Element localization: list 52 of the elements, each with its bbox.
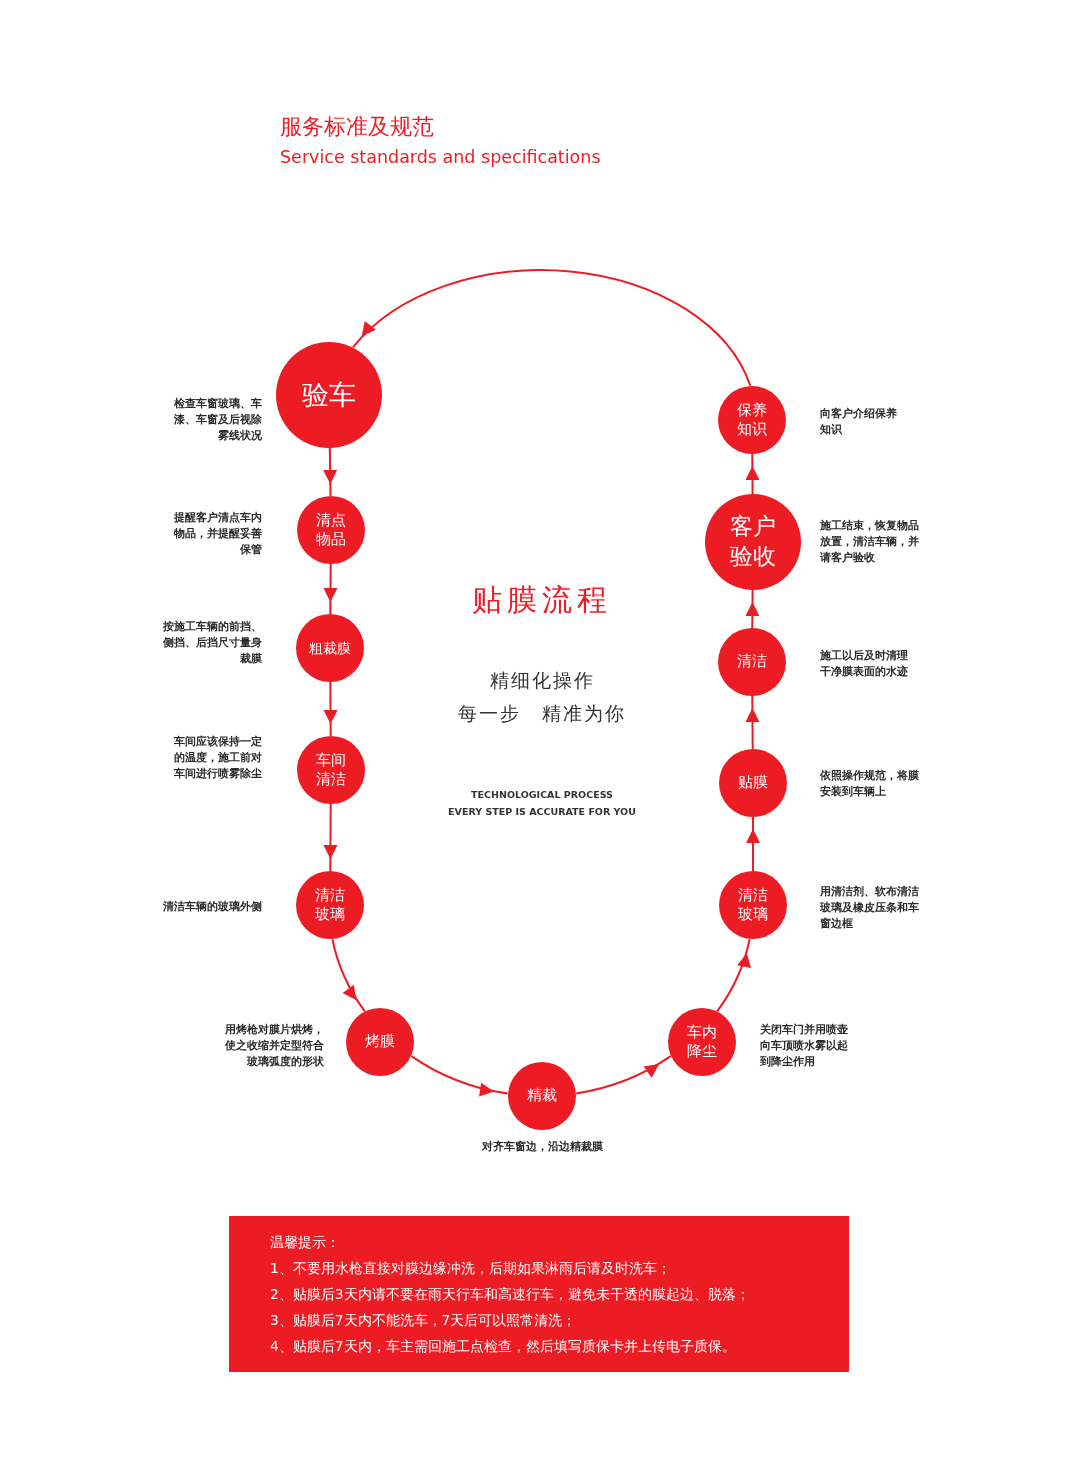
slogan-text: 精细化操作 xyxy=(489,668,595,693)
step-circle: 客户验收 xyxy=(705,494,801,590)
step-circle: 烤膜 xyxy=(346,1008,414,1076)
step-circle: 清洁 xyxy=(718,628,786,696)
flow-arrow xyxy=(323,681,338,737)
step-circle: 车内降尘 xyxy=(668,1008,736,1076)
flow-arrow xyxy=(410,1055,509,1095)
flow-arrow xyxy=(351,269,752,387)
flow-arrow xyxy=(323,803,338,872)
flow-arrow xyxy=(331,938,366,1013)
english-caption: TECHNOLOGICAL PROCESS xyxy=(471,789,613,801)
flow-arrow xyxy=(323,563,338,615)
step-circle: 验车 xyxy=(276,342,382,448)
step-description: 按施工车辆的前挡、侧挡、后挡尺寸量身裁膜 xyxy=(162,619,262,667)
step-description: 用清洁剂、软布清洁玻璃及橡皮压条和车窗边框 xyxy=(820,884,920,932)
notice-item: 4、贴膜后7天内，车主需回施工点检查，然后填写质保卡并上传电子质保。 xyxy=(270,1337,736,1356)
step-description: 施工以后及时清理干净膜表面的水迹 xyxy=(820,648,909,680)
flow-arrow xyxy=(745,589,760,629)
step-description: 清洁车辆的玻璃外侧 xyxy=(162,899,262,915)
step-description: 施工结束，恢复物品放置，清洁车辆，并请客户验收 xyxy=(820,518,920,566)
step-description: 关闭车门并用喷壶向车顶喷水雾以起到降尘作用 xyxy=(760,1022,849,1070)
step-circle: 保养知识 xyxy=(718,386,786,454)
notice-heading: 温馨提示： xyxy=(270,1233,340,1252)
step-circle: 车间清洁 xyxy=(297,736,365,804)
step-description: 依照操作规范，将膜安装到车辆上 xyxy=(820,768,920,800)
page-subtitle: Service standards and specifications xyxy=(280,146,601,169)
flow-arrow xyxy=(575,1055,672,1095)
step-description: 车间应该保持一定的温度，施工前对车间进行喷雾除尘 xyxy=(173,734,262,782)
step-circle: 精裁 xyxy=(508,1062,576,1130)
flow-arrow xyxy=(745,453,760,495)
step-circle: 清点物品 xyxy=(297,496,365,564)
step-description: 用烤枪对膜片烘烤，使之收缩并定型符合玻璃弧度的形状 xyxy=(224,1022,324,1070)
notice-item: 1、不要用水枪直接对膜边缘冲洗，后期如果淋雨后请及时洗车； xyxy=(270,1259,671,1278)
notice-item: 2、贴膜后3天内请不要在雨天行车和高速行车，避免未干透的膜起边、脱落； xyxy=(270,1285,750,1304)
step-circle: 贴膜 xyxy=(719,749,787,817)
flow-arrow xyxy=(745,695,760,750)
slogan-text: 每一步 精准为你 xyxy=(458,701,626,726)
flow-arrow xyxy=(746,816,760,872)
notice-box xyxy=(229,1216,849,1372)
step-circle: 清洁玻璃 xyxy=(296,871,364,939)
process-title: 贴膜流程 xyxy=(472,581,612,619)
step-description: 向客户介绍保养知识 xyxy=(820,406,898,438)
flow-arrow xyxy=(323,447,338,497)
english-caption: EVERY STEP IS ACCURATE FOR YOU xyxy=(448,806,636,818)
step-circle: 粗裁膜 xyxy=(296,614,364,682)
step-description: 检查车窗玻璃、车漆、车窗及后视除雾线状况 xyxy=(173,396,262,444)
flow-arrow xyxy=(716,938,751,1013)
step-description: 提醒客户清点车内物品，并提醒妥善保管 xyxy=(173,510,262,558)
page-title: 服务标准及规范 xyxy=(280,113,434,141)
step-circle: 清洁玻璃 xyxy=(719,871,787,939)
step-description: 对齐车窗边，沿边精裁膜 xyxy=(481,1139,603,1155)
notice-item: 3、贴膜后7天内不能洗车，7天后可以照常清洗； xyxy=(270,1311,577,1330)
